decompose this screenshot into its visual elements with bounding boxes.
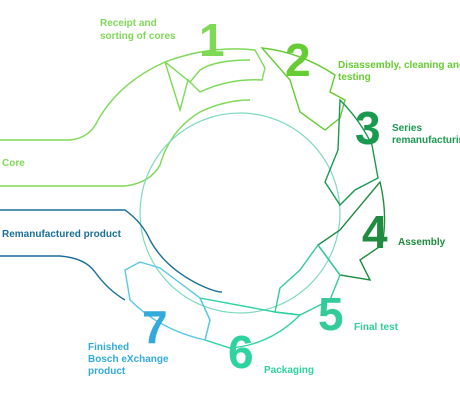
step-1-number: 1 [199, 14, 225, 66]
segment-3 [324, 98, 379, 207]
product-arm-outer [0, 255, 126, 301]
step-4-label: Assembly [398, 237, 446, 248]
step-6-number: 6 [228, 326, 254, 378]
product-label: Remanufactured product [2, 229, 122, 240]
step-1-label: Receipt and sorting of cores [100, 18, 176, 42]
step-7-label: Finished Bosch eXchange product [88, 342, 171, 377]
core-label: Core [2, 158, 25, 169]
step-5-number: 5 [318, 288, 344, 340]
inner-circle [139, 112, 341, 314]
step-6-label: Packaging [264, 365, 314, 376]
core-arm [0, 99, 251, 187]
step-2-label: Disassembly, cleaning and testing [338, 60, 460, 83]
segment-2 [260, 47, 346, 131]
step-3-number: 3 [355, 102, 381, 154]
product-arm [0, 209, 223, 293]
step-4-number: 4 [362, 206, 388, 258]
step-2-number: 2 [285, 34, 311, 86]
segment-7 [124, 261, 211, 341]
step-7-number: 7 [142, 301, 168, 353]
core-arm-outer [0, 59, 251, 141]
step-3-label: Series remanufacturing [392, 123, 460, 146]
segment-1 [164, 48, 266, 113]
step-5-label: Final test [354, 322, 399, 333]
